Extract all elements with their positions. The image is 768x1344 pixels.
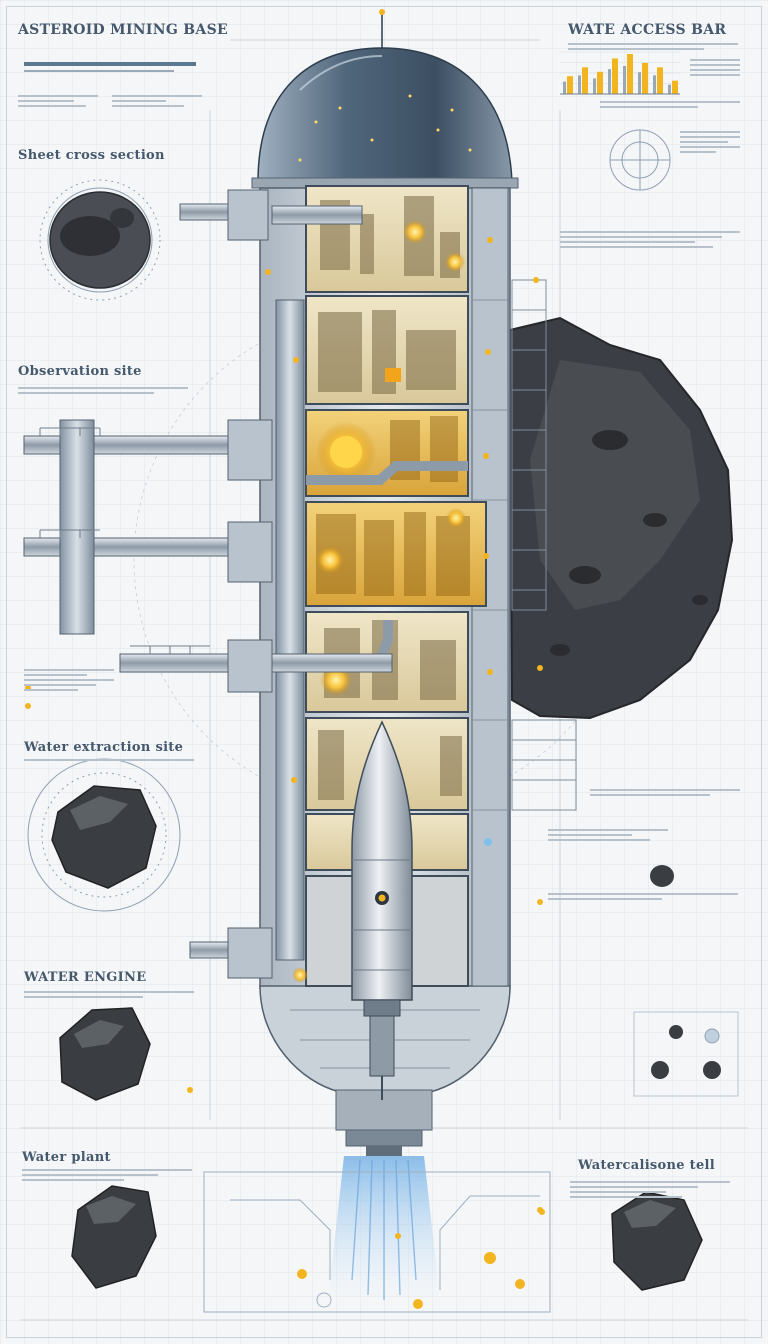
chart-bar [597,71,603,94]
section-heading-5: Water plant [22,1150,111,1165]
chart-bar-shadow [593,78,596,94]
section-heading-right: Watercalisone tell [578,1158,716,1173]
caption-lines-4 [24,666,114,694]
caption-lines-1 [18,92,98,110]
chart-bar-shadow [638,72,641,94]
caption-lines-12 [590,786,740,799]
caption-lines-13 [548,826,668,844]
caption-lines-10 [680,128,740,156]
chart-bar [567,76,573,94]
caption-lines-9 [600,98,740,111]
caption-lines-14 [548,890,738,903]
caption-lines-5 [24,756,194,764]
chart-bar [672,80,678,94]
chart-bar [642,62,648,94]
caption-lines-8 [568,40,738,53]
chart-bar [612,58,618,94]
title-heading: ASTEROID MINING BASE [18,22,228,38]
station-dome [257,47,513,183]
caption-lines-11 [560,228,740,251]
caption-lines-15 [570,1178,730,1201]
caption-lines-3 [18,384,188,397]
title-progress-bar [24,62,196,66]
chart-bar-shadow [608,69,611,94]
chart-bar-shadow [623,66,626,94]
access-bar-chart [560,51,680,95]
chart-bar [582,67,588,94]
title-underline [24,70,174,72]
chart-bar-shadow [578,75,581,94]
section-heading-2: Observation site [18,364,142,379]
sheet-frame [6,6,762,1338]
chart-bar-shadow [563,81,566,94]
caption-lines-2 [112,92,202,110]
section-heading-3: Water extraction site [24,740,184,755]
section-heading-1: Sheet cross section [18,148,165,163]
chart-bar [657,67,663,94]
chart-bar-shadow [668,84,671,94]
caption-lines-7 [22,1166,192,1184]
chart-title: WATE ACCESS BAR [568,22,727,38]
vertical-tank [59,419,95,635]
chart-legend-lines [690,56,740,79]
caption-lines-6 [24,988,194,1001]
chart-bar [627,54,633,94]
section-heading-4: WATER ENGINE [24,970,147,985]
chart-bar-shadow [653,75,656,94]
